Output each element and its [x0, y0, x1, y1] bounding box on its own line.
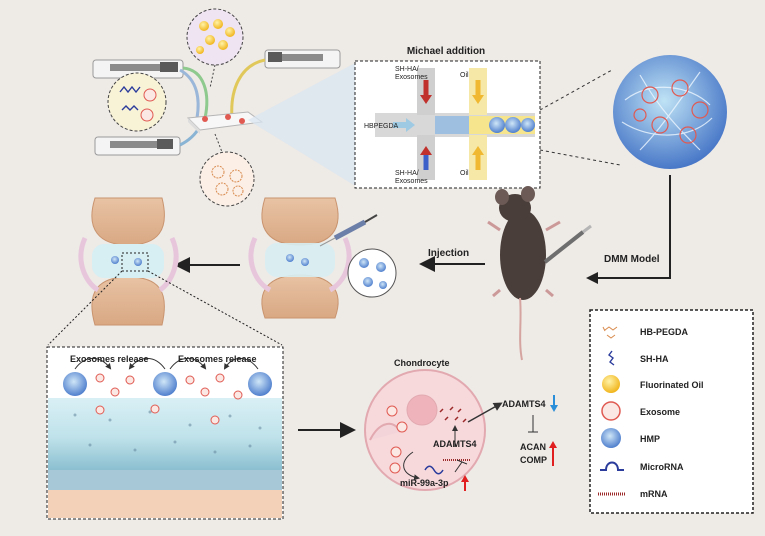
syringe-pump-right-top [264, 49, 341, 69]
legend-label-exosome: Exosome [640, 407, 680, 417]
mouse-image [487, 186, 561, 361]
dmm-model-label: DMM Model [604, 254, 660, 265]
chondrocyte-title: Chondrocyte [394, 358, 450, 368]
legend: HB-PEGDA SH-HA Fluorinated Oil Exosome H… [589, 309, 754, 514]
legend-item-hbpegda: HB-PEGDA [602, 326, 689, 339]
exosomes-release-left-label: Exosomes release [70, 354, 149, 364]
hbpegda-bubble [199, 151, 255, 207]
legend-item-oil: Fluorinated Oil [602, 375, 704, 393]
adamts4-outer-label: ADAMTS4 [502, 399, 546, 409]
legend-item-hmp: HMP [601, 428, 660, 448]
injection-label: Injection [428, 248, 469, 259]
michael-addition-panel: Michael addition SH-HA/ Exosomes SH-HA/ … [354, 46, 541, 189]
inlet-top-label: SH-HA/ Exosomes [395, 66, 428, 81]
mirna-label: miR-99a-3p [400, 478, 449, 488]
inlet-bottom-label: SH-HA/ Exosomes [395, 170, 428, 185]
hmp-icon [601, 428, 621, 448]
acan-label: ACAN [520, 442, 546, 452]
downstream-effects: ADAMTS4 ACAN COMP [502, 395, 558, 466]
oil-bottom-label: Oil [460, 170, 469, 177]
legend-label-microrna: MicroRNA [640, 462, 684, 472]
oil-droplet-icon [602, 375, 620, 393]
knee-joint-treated [78, 197, 179, 326]
legend-item-mrna: mRNA [598, 489, 668, 499]
cartilage-zoom-panel: Exosomes release Exosomes release [46, 346, 284, 520]
syringe-pump-left-bottom [94, 136, 181, 156]
oil-droplet-bubble [186, 8, 244, 66]
legend-label-hmp: HMP [640, 434, 660, 444]
sh-ha-icon [608, 350, 615, 366]
inlet-top-line1: SH-HA/ [395, 66, 419, 73]
legend-label-sh-ha: SH-HA [640, 354, 669, 364]
exosomes-release-right-label: Exosomes release [178, 354, 257, 364]
legend-item-exosome: Exosome [601, 401, 680, 421]
inlet-bottom-line2: Exosomes [395, 178, 428, 185]
legend-item-sh-ha: SH-HA [608, 350, 669, 366]
hmp-large-icon [613, 55, 727, 169]
legend-label-mrna: mRNA [640, 489, 668, 499]
microfluidic-setup [92, 8, 357, 207]
exosome-icon [601, 401, 621, 421]
comp-label: COMP [520, 455, 547, 465]
hbpegda-icon [602, 326, 618, 339]
michael-addition-title: Michael addition [407, 46, 485, 57]
legend-label-hbpegda: HB-PEGDA [640, 327, 689, 337]
oil-top-label: Oil [460, 72, 469, 79]
inlet-top-line2: Exosomes [395, 74, 428, 81]
sh-ha-exosome-bubble [107, 72, 167, 132]
hmp-zoom-bubble [347, 248, 397, 298]
chondrocyte-cell: Chondrocyte ADAMTS4 miR-99a-3p [364, 358, 503, 491]
hbpegda-inlet-label: HBPEGDA [364, 123, 399, 130]
legend-label-oil: Fluorinated Oil [640, 380, 704, 390]
microrna-icon [600, 461, 624, 471]
syringe-icon [319, 214, 378, 247]
microfluidic-chip [186, 111, 264, 134]
adamts4-inner-label: ADAMTS4 [433, 439, 477, 449]
legend-item-microrna: MicroRNA [600, 461, 684, 472]
knee-joint-injected [248, 197, 352, 319]
inlet-bottom-line1: SH-HA/ [395, 170, 419, 177]
scalpel-icon [543, 224, 592, 264]
